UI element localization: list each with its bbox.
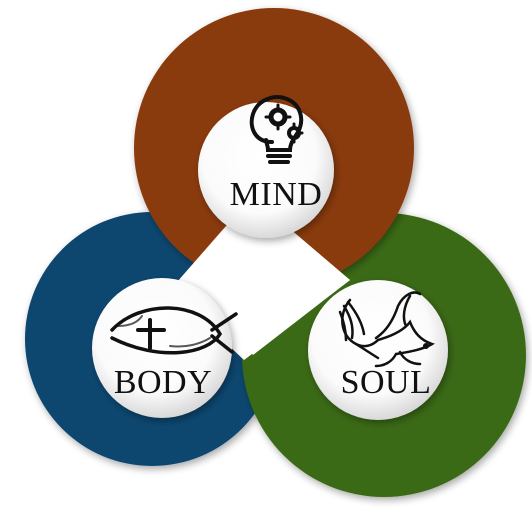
mind-disc — [198, 102, 334, 238]
mind-node: MIND — [198, 95, 334, 238]
soul-label: SOUL — [341, 364, 432, 401]
body-node: BODY — [92, 278, 238, 418]
soul-node: SOUL — [308, 280, 448, 420]
mind-label: MIND — [230, 176, 323, 213]
ichthys-fish-cross-icon — [110, 306, 238, 355]
center-triangle-fill — [205, 205, 350, 355]
lightbulb-gears-icon — [249, 95, 304, 164]
body-label: BODY — [114, 364, 212, 401]
dove-feather-icon — [338, 291, 435, 368]
